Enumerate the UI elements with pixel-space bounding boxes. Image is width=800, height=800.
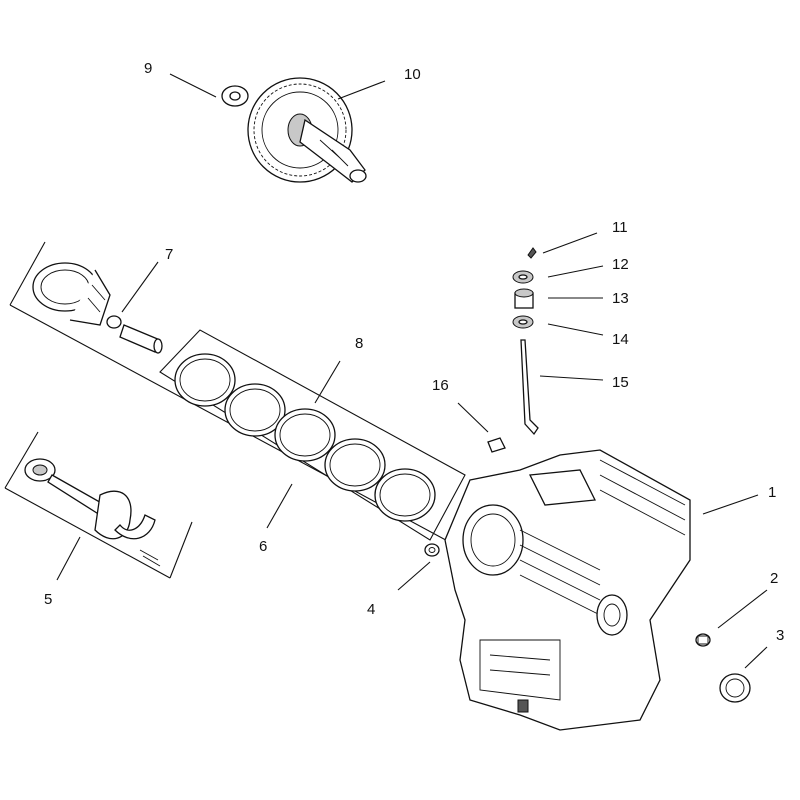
dowel-part [424, 543, 440, 557]
callout-9: 9 [144, 60, 152, 77]
callout-1: 1 [768, 484, 776, 501]
callout-11: 11 [612, 219, 628, 236]
engine-block-part [444, 449, 691, 731]
leader-lines [56, 73, 768, 669]
connecting-rod-box [4, 431, 193, 579]
callout-12: 12 [612, 256, 629, 273]
callout-3: 3 [776, 627, 784, 644]
callout-13: 13 [612, 290, 629, 307]
washer-part [221, 85, 249, 107]
oil-seal-part [719, 673, 751, 703]
callout-8: 8 [355, 335, 363, 352]
callout-2: 2 [770, 570, 778, 587]
bushing-part [487, 437, 506, 453]
fitting-part [695, 633, 711, 647]
callout-5: 5 [44, 591, 52, 608]
governor-parts [512, 247, 539, 436]
piston-pin-part [106, 315, 163, 354]
callout-15: 15 [612, 374, 629, 391]
callout-4: 4 [367, 601, 375, 618]
camshaft-gear-part [247, 77, 367, 183]
piston-rings-part [174, 353, 436, 522]
connecting-rod-part [24, 458, 161, 567]
callout-14: 14 [612, 331, 629, 348]
callout-16: 16 [432, 377, 449, 394]
piston-part [32, 262, 111, 326]
callout-labels: 1 2 3 4 5 6 7 8 9 10 11 12 13 14 15 16 [44, 60, 784, 644]
callout-10: 10 [404, 66, 421, 83]
callout-6: 6 [259, 538, 267, 555]
callout-7: 7 [165, 246, 173, 263]
